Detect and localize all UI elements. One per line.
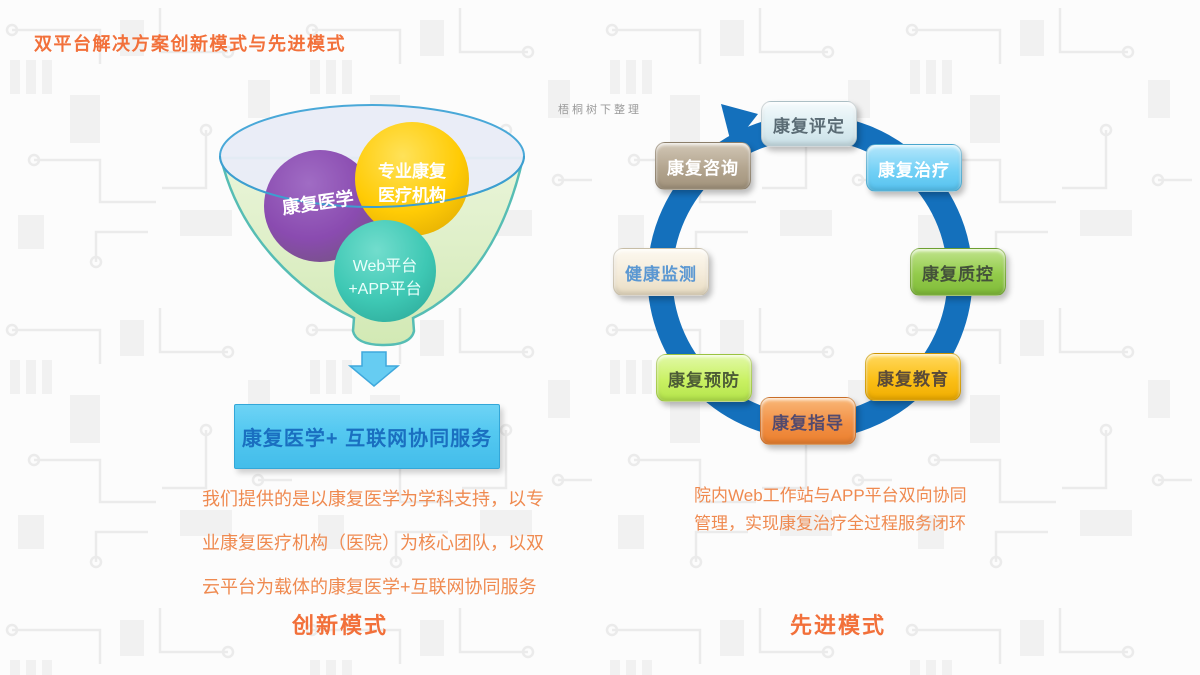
cycle-step-guidance: 康复指导 [760, 397, 856, 445]
cycle-step-label: 康复治疗 [878, 160, 950, 180]
down-arrow [347, 351, 401, 387]
funnel-rim-line [219, 155, 525, 208]
cycle-arrowhead [721, 104, 758, 147]
cycle-step-treatment: 康复治疗 [866, 144, 962, 192]
cycle-step-prevention: 康复预防 [656, 354, 752, 402]
circle-label-professional-org-line1: 专业康复 [378, 161, 447, 181]
watermark-text: 梧桐树下整理 [558, 104, 642, 116]
advanced-mode-label: 先进模式 [789, 613, 886, 638]
result-box-label: 康复医学+ 互联网协同服务 [241, 428, 493, 450]
funnel-diagram: 康复医学 专业康复 医疗机构 Web平台 +APP平台 [219, 104, 525, 387]
right-caption: 院内Web工作站与APP平台双向协同 管理，实现康复治疗全过程服务闭环 [694, 482, 994, 538]
right-caption-line: 管理，实现康复治疗全过程服务闭环 [694, 514, 966, 533]
left-caption-line: 我们提供的是以康复医学为学科支持，以专 [202, 489, 544, 509]
cycle-step-label: 康复预防 [668, 370, 740, 390]
circle-dual-platform [334, 220, 436, 322]
cycle-step-label: 康复咨询 [667, 158, 739, 178]
circle-label-dual-platform-line1: Web平台 [353, 257, 418, 275]
left-caption-line: 业康复医疗机构（医院）为核心团队，以双 [202, 533, 544, 553]
cycle-step-label: 康复指导 [772, 413, 844, 433]
cycle-step-health-monitoring: 健康监测 [613, 248, 709, 296]
cycle-step-label: 健康监测 [625, 264, 697, 284]
cycle-step-quality-control: 康复质控 [910, 248, 1006, 296]
cycle-step-label: 康复质控 [922, 264, 994, 284]
left-caption: 我们提供的是以康复医学为学科支持，以专 业康复医疗机构（医院）为核心团队，以双 … [202, 477, 574, 609]
circle-label-dual-platform-line2: +APP平台 [348, 280, 421, 298]
left-caption-line: 云平台为载体的康复医学+互联网协同服务 [202, 577, 537, 597]
cycle-step-assessment: 康复评定 [761, 101, 857, 147]
innovation-mode-label: 创新模式 [291, 613, 388, 638]
circle-rehab-medicine [264, 150, 376, 262]
result-box: 康复医学+ 互联网协同服务 [234, 404, 500, 469]
circle-label-professional-org-line2: 医疗机构 [378, 185, 446, 205]
cycle-step-label: 康复教育 [877, 369, 949, 389]
cycle-step-education: 康复教育 [865, 353, 961, 401]
page-title: 双平台解决方案创新模式与先进模式 [34, 34, 346, 54]
cycle-step-label: 康复评定 [773, 116, 845, 136]
right-caption-line: 院内Web工作站与APP平台双向协同 [694, 486, 967, 505]
cycle-step-consultation: 康复咨询 [655, 142, 751, 190]
